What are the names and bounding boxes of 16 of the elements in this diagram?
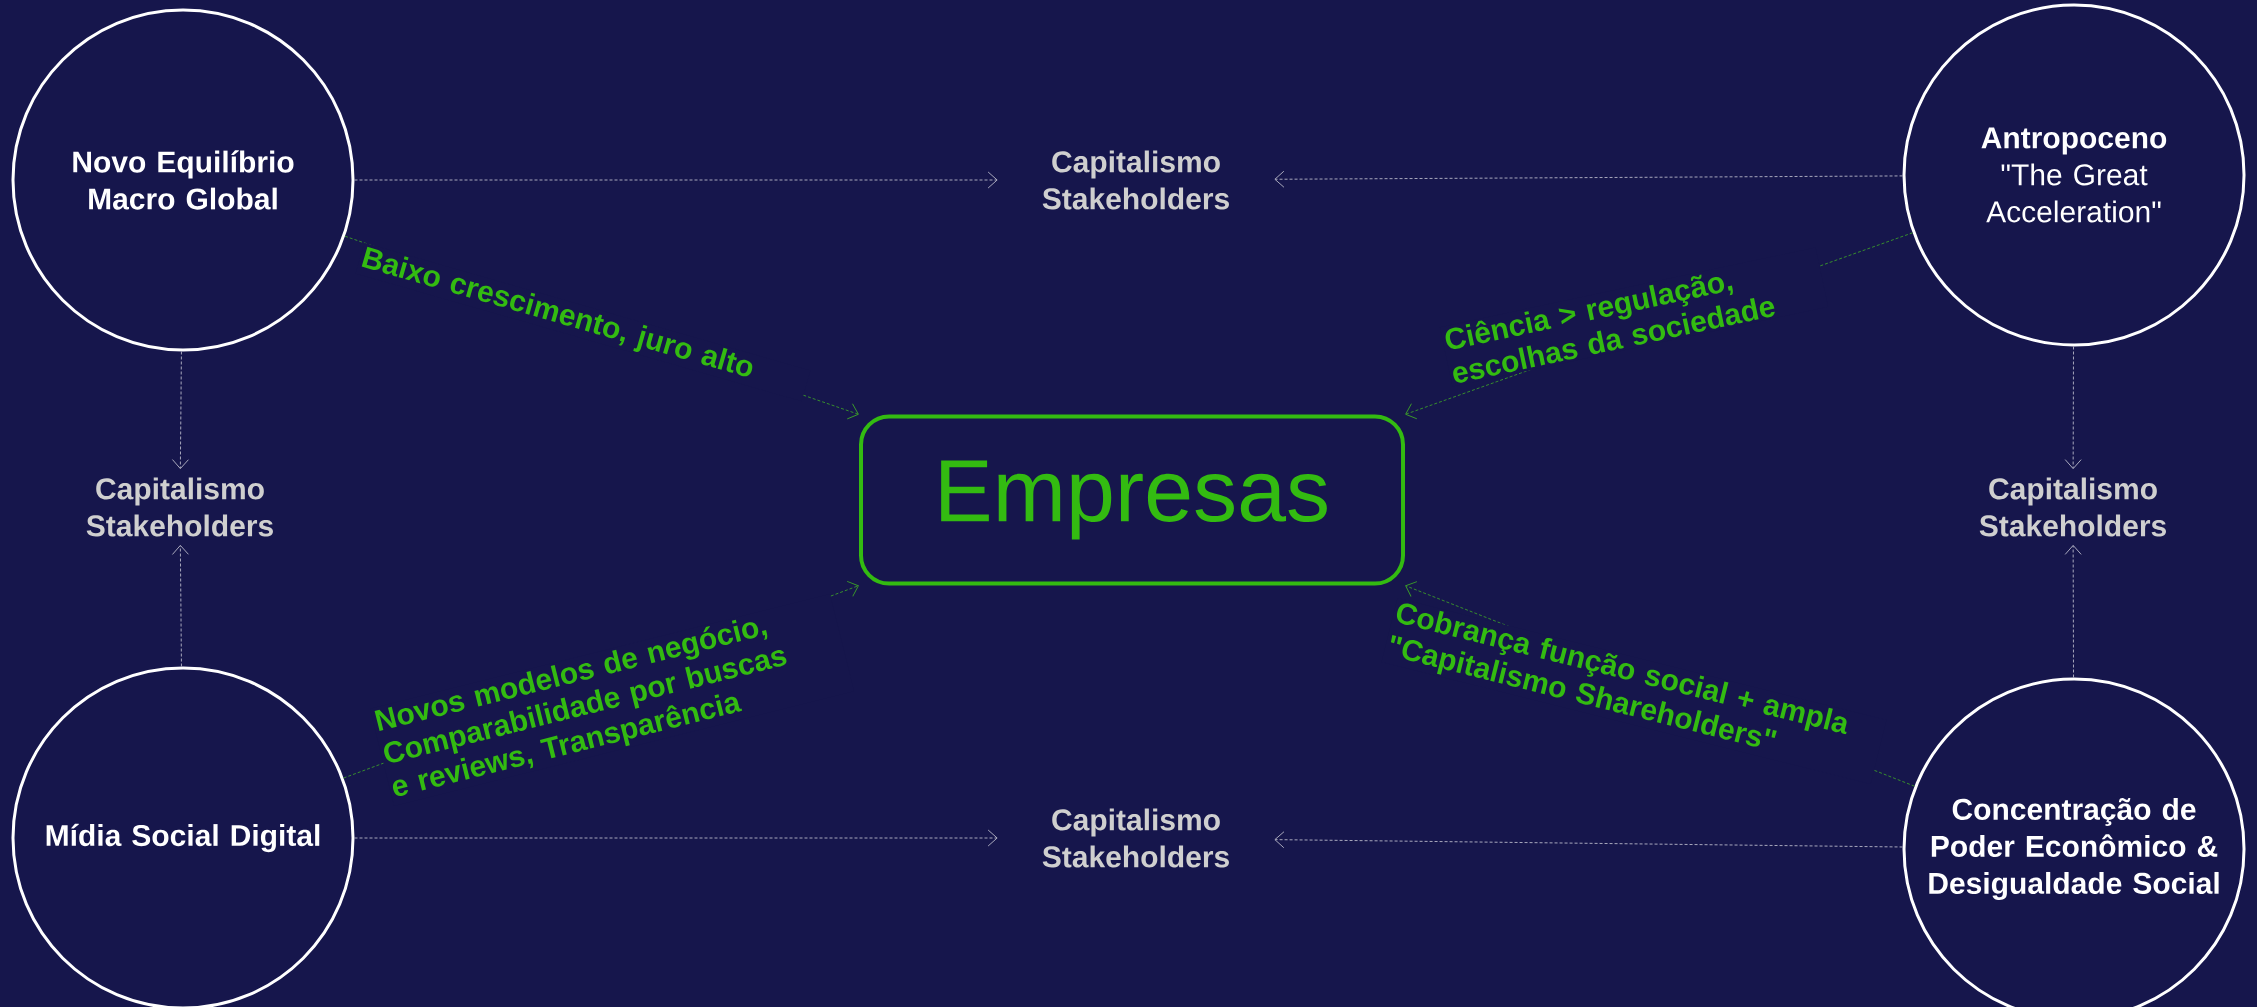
- edge-label: Ciência > regulação, escolhas da sociedade: [1439, 247, 1829, 387]
- arrow: [2064, 544, 2082, 678]
- arrow: [354, 829, 998, 847]
- arrow: [172, 544, 189, 667]
- arrow: [354, 171, 998, 189]
- arrow: [2064, 346, 2082, 470]
- bare-text: Capitalismo Stakeholders: [86, 477, 273, 537]
- circle-node: Antropoceno "The Great Acceleration": [1902, 3, 2246, 347]
- arrow: [172, 351, 189, 470]
- rounded-box: Empresas: [859, 414, 1405, 586]
- arrow: [1274, 170, 1903, 188]
- circle-node: Novo Equilíbrio Macro Global: [11, 8, 355, 352]
- arrow: [1274, 831, 1903, 849]
- bare-text: Capitalismo Stakeholders: [1042, 808, 1229, 868]
- bare-text: Capitalismo Stakeholders: [1042, 150, 1229, 210]
- bare-text: Capitalismo Stakeholders: [1979, 477, 2166, 537]
